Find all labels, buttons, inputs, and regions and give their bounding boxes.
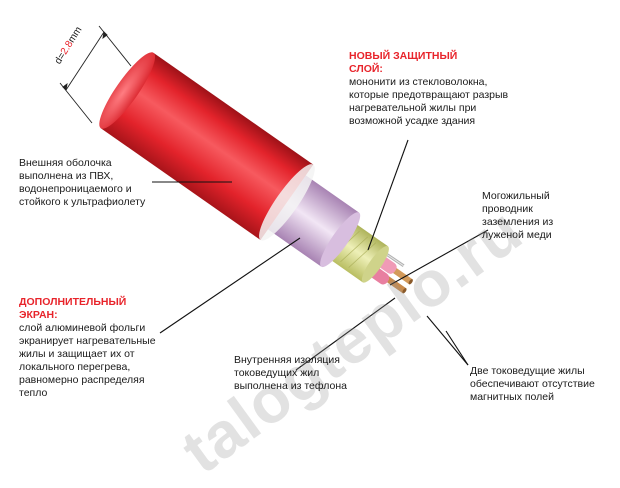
label-shield-text: мононити из стекловолокна, которые предо… [349,76,509,127]
label-foil-title: ДОПОЛНИТЕЛЬНЫЙ ЭКРАН: [19,296,127,321]
label-shield-title: НОВЫЙ ЗАЩИТНЫЙ СЛОЙ: [349,50,458,75]
label-two-conductors: Две токоведущие жилы обеспечивают отсутс… [470,365,595,403]
cable [99,52,413,294]
cable-diagram [59,25,489,371]
label-inner-insulation: Внутренняя изоляция токоведущих жил выпо… [234,354,347,392]
dimension-marker [59,25,132,124]
label-foil: ДОПОЛНИТЕЛЬНЫЙ ЭКРАН: слой алюминевой фо… [19,296,169,400]
conductor-ends [384,266,413,294]
leader-lines [152,139,489,371]
label-shield: НОВЫЙ ЗАЩИТНЫЙ СЛОЙ: мононити из стеклов… [349,50,524,128]
label-foil-text: слой алюминевой фольги экранирует нагрев… [19,322,156,399]
label-outer-sheath: Внешняя оболочка выполнена из ПВХ, водон… [19,157,146,208]
label-ground-wire: Могожильный проводник заземления из луже… [482,190,554,241]
outer-sheath [99,52,315,241]
